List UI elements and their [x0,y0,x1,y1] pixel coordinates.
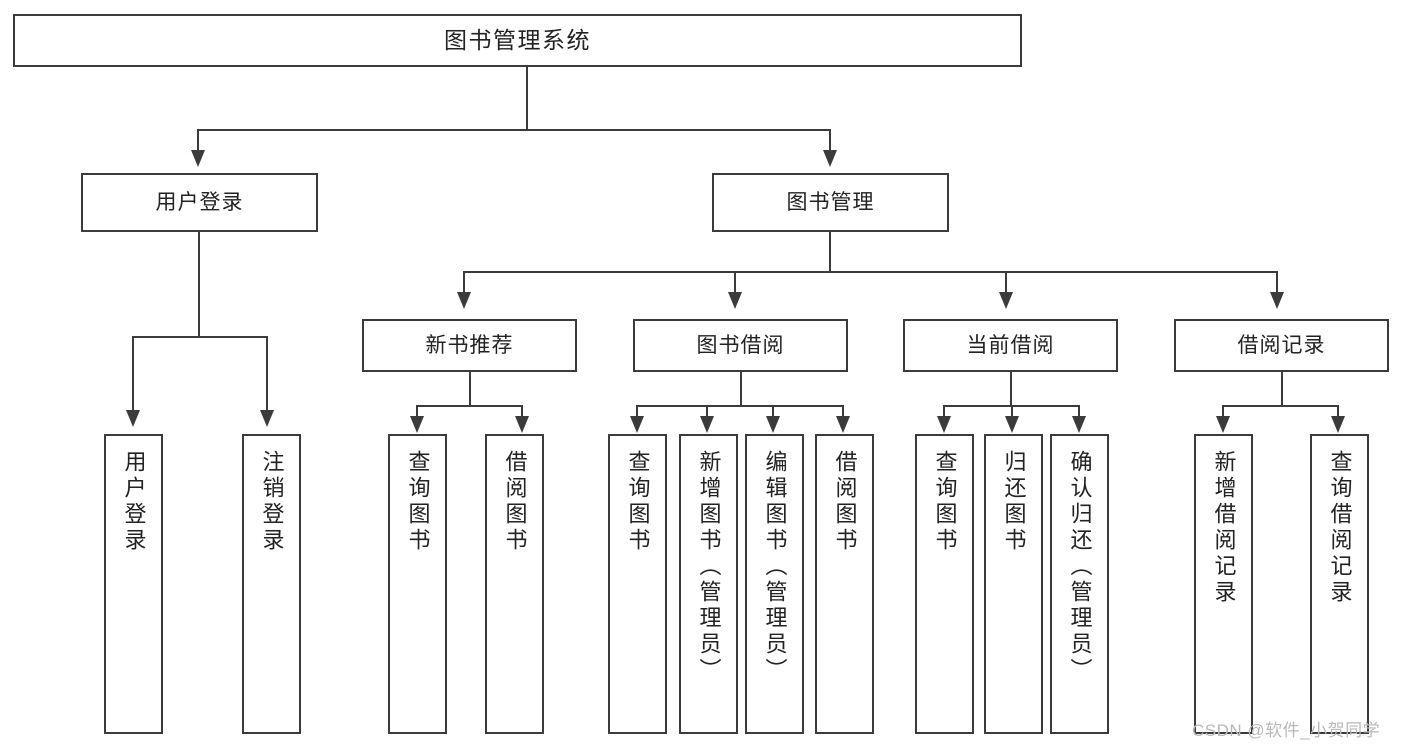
connector-newbook-child2 [521,405,523,418]
arrow-bookborrow-child3 [766,416,780,433]
leaf-bookborrow-query-book[interactable]: 查询图书 [608,434,667,734]
connector-borrowrecord-child1 [1222,405,1224,418]
arrow-root-to-bookmgmt [823,150,837,167]
node-label: 借阅图书 [832,450,858,554]
leaf-borrowrecord-query-record[interactable]: 查询借阅记录 [1310,434,1369,734]
node-label: 编辑图书（管理员） [762,450,788,684]
csdn-watermark: CSDN @软件_小贺同学 [1192,721,1381,740]
connector-bookborrow-bar [636,405,844,407]
node-label: 用户登录 [155,190,244,214]
node-label: 归还图书 [1001,450,1027,554]
connector-bookmgmt-to-bookborrow [734,271,736,294]
connector-newbook-trunk [469,372,471,406]
connector-root-to-bookmgmt [829,129,831,152]
node-book-borrow[interactable]: 图书借阅 [633,319,848,372]
connector-borrowrecord-trunk [1281,372,1283,406]
leaf-currentborrow-query-book[interactable]: 查询图书 [915,434,974,734]
connector-newbook-bar [416,405,523,407]
leaf-newbook-query-book[interactable]: 查询图书 [388,434,447,734]
connector-currentborrow-trunk [1010,372,1012,406]
connector-bookmgmt-to-currentborrow [1005,271,1007,294]
connector-bookmgmt-to-borrowrecord [1276,271,1278,294]
arrow-bookborrow-child1 [630,416,644,433]
node-label: 用户登录 [121,450,147,554]
connector-userlogin-child2 [266,336,268,412]
node-label: 查询图书 [625,450,651,554]
arrow-borrowrecord-child2 [1331,416,1345,433]
node-new-book-recommend[interactable]: 新书推荐 [362,319,577,372]
connector-bookborrow-child2 [706,405,708,418]
connector-root-to-userlogin [197,129,199,152]
connector-root-bar [197,129,831,131]
leaf-borrowrecord-add-record[interactable]: 新增借阅记录 [1194,434,1253,734]
connector-userlogin-trunk [198,232,200,337]
arrow-bookborrow-child4 [836,416,850,433]
arrow-currentborrow-child1 [937,416,951,433]
node-label: 借阅图书 [502,450,528,554]
leaf-currentborrow-confirm-return[interactable]: 确认归还（管理员） [1050,434,1109,734]
arrow-borrowrecord-child1 [1216,416,1230,433]
arrow-bookmgmt-to-currentborrow [999,292,1013,309]
leaf-bookborrow-add-book[interactable]: 新增图书（管理员） [679,434,738,734]
connector-newbook-child1 [416,405,418,418]
node-label: 查询图书 [932,450,958,554]
node-label: 图书管理系统 [444,27,591,54]
leaf-bookborrow-edit-book[interactable]: 编辑图书（管理员） [745,434,804,734]
arrow-bookmgmt-to-borrowrecord [1270,292,1284,309]
leaf-bookborrow-borrow-book[interactable]: 借阅图书 [815,434,874,734]
node-root-system[interactable]: 图书管理系统 [13,14,1022,67]
connector-bookborrow-child1 [636,405,638,418]
connector-bookmgmt-bar [463,271,1277,273]
connector-borrowrecord-bar [1222,405,1339,407]
node-label: 图书借阅 [696,333,785,357]
connector-currentborrow-child2 [1011,405,1013,418]
arrow-userlogin-child2 [260,410,274,427]
node-label: 确认归还（管理员） [1067,450,1093,684]
arrow-newbook-child1 [410,416,424,433]
arrow-root-to-userlogin [191,150,205,167]
connector-bookmgmt-to-newbook [463,271,465,294]
connector-userlogin-bar [132,336,267,338]
connector-bookborrow-trunk [740,372,742,406]
connector-borrowrecord-child2 [1337,405,1339,418]
arrow-currentborrow-child2 [1005,416,1019,433]
node-label: 查询借阅记录 [1327,450,1353,606]
arrow-bookborrow-child2 [700,416,714,433]
node-label: 注销登录 [259,450,285,554]
node-label: 新增图书（管理员） [696,450,722,684]
connector-userlogin-child1 [132,336,134,412]
leaf-newbook-borrow-book[interactable]: 借阅图书 [485,434,544,734]
node-user-login[interactable]: 用户登录 [81,173,318,232]
arrow-bookmgmt-to-newbook [457,292,471,309]
arrow-currentborrow-child3 [1072,416,1086,433]
node-borrow-record[interactable]: 借阅记录 [1174,319,1389,372]
connector-root-trunk [526,67,528,130]
connector-bookborrow-child4 [842,405,844,418]
node-label: 新书推荐 [425,333,514,357]
arrow-userlogin-child1 [126,410,140,427]
connector-currentborrow-child1 [943,405,945,418]
node-current-borrow[interactable]: 当前借阅 [903,319,1118,372]
node-label: 借阅记录 [1237,333,1326,357]
node-label: 当前借阅 [966,333,1055,357]
connector-currentborrow-child3 [1078,405,1080,418]
connector-bookmgmt-trunk [829,232,831,272]
arrow-bookmgmt-to-bookborrow [728,292,742,309]
leaf-logout[interactable]: 注销登录 [242,434,301,734]
node-book-management[interactable]: 图书管理 [712,173,949,232]
node-label: 图书管理 [786,190,875,214]
connector-bookborrow-child3 [772,405,774,418]
node-label: 新增借阅记录 [1211,450,1237,606]
leaf-currentborrow-return-book[interactable]: 归还图书 [984,434,1043,734]
node-label: 查询图书 [405,450,431,554]
arrow-newbook-child2 [515,416,529,433]
leaf-user-login[interactable]: 用户登录 [104,434,163,734]
